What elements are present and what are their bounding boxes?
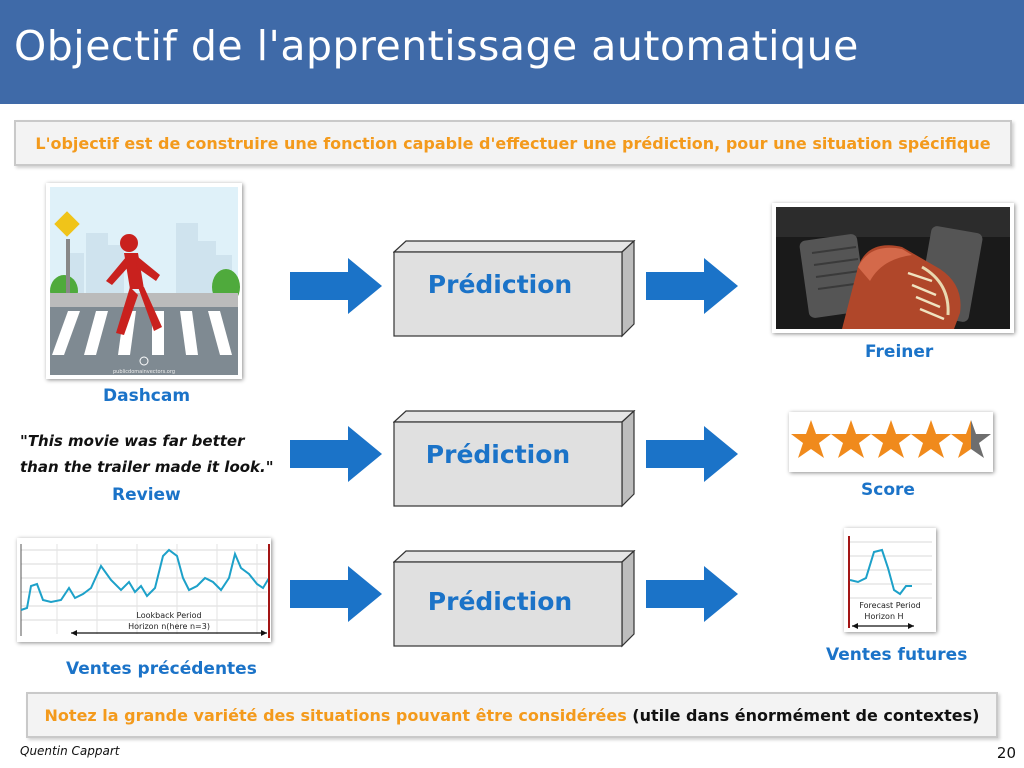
right-arrow-icon xyxy=(646,426,738,482)
title-bar xyxy=(0,0,1024,104)
review-quote-line1: "This movie was far better xyxy=(20,432,245,450)
star-icon xyxy=(791,420,831,458)
lookback-period-text: Lookback Period xyxy=(136,611,201,620)
prediction-box-shape xyxy=(393,410,636,508)
right-arrow-icon xyxy=(290,566,382,622)
prediction-box-shape xyxy=(393,240,636,338)
right-arrow-icon xyxy=(290,426,382,482)
brake-pedal-image xyxy=(772,203,1014,333)
brake-label: Freiner xyxy=(865,342,934,362)
lookback-horizon-text: Horizon n(here n=3) xyxy=(128,622,210,631)
prediction-label: Prédiction xyxy=(427,270,573,299)
star-icon xyxy=(911,420,951,458)
dashcam-watermark: publicdomainvectors.org xyxy=(113,369,175,375)
forecast-period-text: Forecast Period xyxy=(859,601,920,610)
prediction-box-shape xyxy=(393,550,636,648)
right-arrow-icon xyxy=(646,258,738,314)
review-quote-line2: than the trailer made it look." xyxy=(20,458,274,476)
note-rest: (utile dans énormément de contextes) xyxy=(632,706,980,725)
note-box: Notez la grande variété des situations p… xyxy=(26,692,998,738)
right-arrow-icon xyxy=(290,258,382,314)
slide-title: Objectif de l'apprentissage automatique xyxy=(14,22,859,70)
dashcam-label: Dashcam xyxy=(103,386,191,406)
star-icon xyxy=(871,420,911,458)
right-arrow-icon xyxy=(646,566,738,622)
review-label: Review xyxy=(112,485,181,505)
review-quote: "This movie was far better than the trai… xyxy=(20,428,274,480)
prediction-label: Prédiction xyxy=(425,440,571,469)
page-number: 20 xyxy=(996,744,1016,762)
score-label: Score xyxy=(861,480,915,500)
author: Quentin Cappart xyxy=(20,744,120,758)
star-rating-image xyxy=(789,412,993,472)
objective-text: L'objectif est de construire une fonctio… xyxy=(35,134,991,153)
half-star-icon xyxy=(951,420,991,458)
past-sales-label: Ventes précédentes xyxy=(66,659,257,679)
forecast-horizon-text: Horizon H xyxy=(864,612,903,621)
dashcam-image: publicdomainvectors.org xyxy=(46,183,242,379)
note-text: Notez la grande variété des situations p… xyxy=(28,706,996,725)
note-highlight: Notez la grande variété des situations p… xyxy=(44,706,627,725)
sales-forecast-chart: Forecast Period Horizon H xyxy=(844,528,936,632)
objective-box: L'objectif est de construire une fonctio… xyxy=(14,120,1012,166)
prediction-label: Prédiction xyxy=(427,587,573,616)
star-icon xyxy=(831,420,871,458)
sales-history-chart: Lookback Period Horizon n(here n=3) xyxy=(17,538,271,642)
future-sales-label: Ventes futures xyxy=(826,645,968,665)
